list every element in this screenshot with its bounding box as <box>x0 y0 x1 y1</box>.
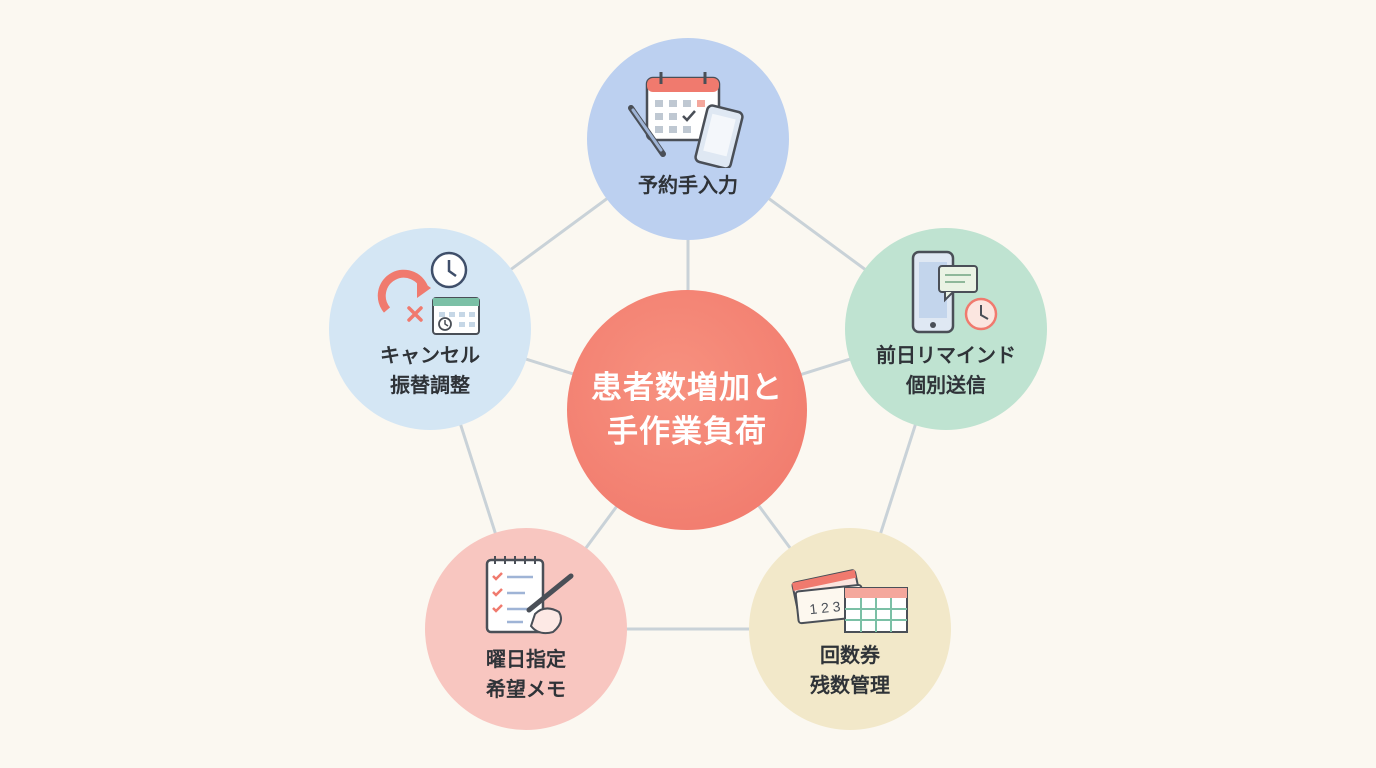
node-bottom-right-line1: 回数券 <box>820 643 880 667</box>
node-weekday-notes: 曜日指定 希望メモ <box>425 528 627 730</box>
svg-text:1 2 3: 1 2 3 <box>809 598 842 617</box>
node-top-line1: 予約手入力 <box>638 173 738 197</box>
node-bottom-right-label: 回数券 残数管理 <box>749 640 951 700</box>
phone-chat-clock-icon <box>911 250 998 334</box>
node-top-label: 予約手入力 <box>587 170 789 200</box>
center-title-line2: 手作業負荷 <box>607 414 767 450</box>
tickets-table-icon: 1 2 3 <box>791 569 908 633</box>
node-bottom-left-label: 曜日指定 希望メモ <box>425 644 627 704</box>
node-left-label: キャンセル 振替調整 <box>329 340 531 400</box>
node-left-line2: 振替調整 <box>390 373 470 397</box>
checklist-writing-icon <box>485 556 574 635</box>
node-right-label: 前日リマインド 個別送信 <box>845 340 1047 400</box>
node-cancel-reschedule: キャンセル 振替調整 <box>329 228 531 430</box>
center-title: 患者数増加と 手作業負荷 <box>591 366 783 454</box>
node-right-line1: 前日リマインド <box>876 343 1016 367</box>
node-reminder-sending: 前日リマインド 個別送信 <box>845 228 1047 430</box>
node-manual-booking: 予約手入力 <box>587 38 789 240</box>
node-coupon-management: 1 2 3 回数券 残数管理 <box>749 528 951 730</box>
center-title-line1: 患者数増加と <box>591 370 783 406</box>
reschedule-clock-calendar-icon <box>377 251 480 335</box>
node-left-line1: キャンセル <box>380 343 480 367</box>
center-node-workload: 患者数増加と 手作業負荷 <box>567 290 807 530</box>
node-bottom-left-line1: 曜日指定 <box>486 647 566 671</box>
calendar-pen-phone-icon <box>628 72 744 168</box>
node-bottom-left-line2: 希望メモ <box>486 677 566 701</box>
node-right-line2: 個別送信 <box>906 373 986 397</box>
node-bottom-right-line2: 残数管理 <box>810 673 890 697</box>
